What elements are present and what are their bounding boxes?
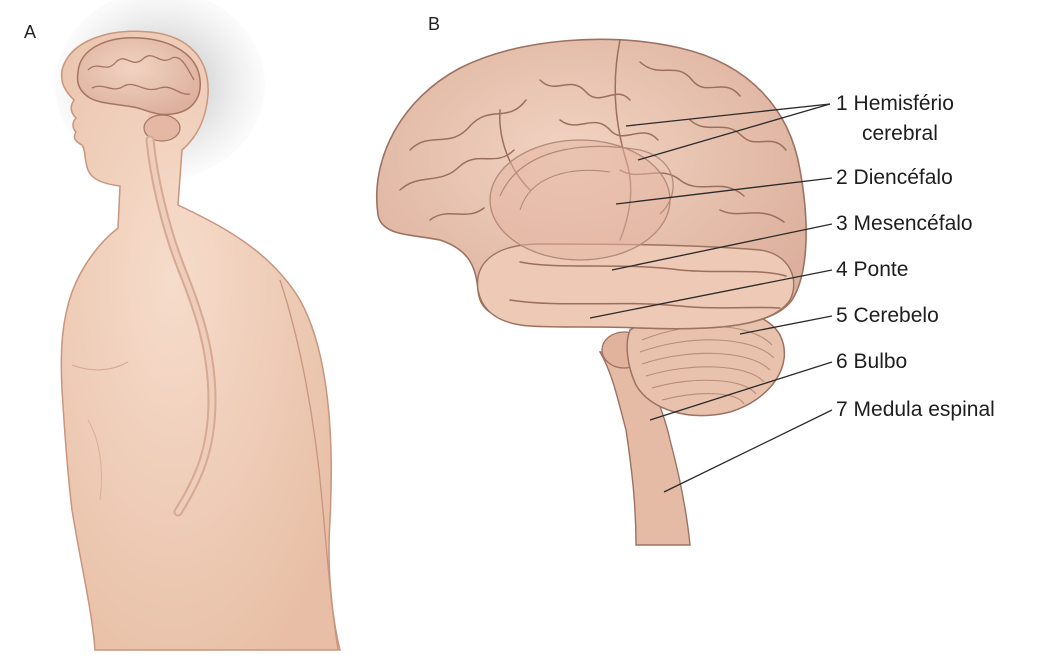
leader-7 bbox=[664, 410, 832, 492]
label-medula-espinal: 7 Medula espinal bbox=[836, 398, 995, 422]
label-text: Diencéfalo bbox=[854, 166, 953, 189]
label-text: Cerebelo bbox=[854, 304, 939, 327]
brain-figure bbox=[377, 39, 806, 545]
panel-label-b: B bbox=[428, 14, 440, 35]
label-number: 1 bbox=[836, 92, 848, 115]
body-figure bbox=[55, 0, 340, 650]
label-number: 7 bbox=[836, 398, 848, 421]
label-number: 3 bbox=[836, 212, 848, 235]
label-number: 6 bbox=[836, 350, 848, 373]
panel-label-a: A bbox=[24, 22, 36, 43]
label-text: Medula espinal bbox=[854, 398, 995, 421]
label-bulbo: 6 Bulbo bbox=[836, 350, 907, 374]
label-diencefalo: 2 Diencéfalo bbox=[836, 166, 953, 190]
label-ponte: 4 Ponte bbox=[836, 258, 908, 282]
label-text: cerebral bbox=[862, 122, 938, 145]
label-cerebral: cerebral bbox=[862, 122, 938, 146]
label-mesencefalo: 3 Mesencéfalo bbox=[836, 212, 973, 236]
label-text: Mesencéfalo bbox=[854, 212, 973, 235]
body-outline bbox=[61, 31, 340, 650]
label-number: 4 bbox=[836, 258, 848, 281]
label-hemisferio: 1 Hemisfério bbox=[836, 92, 954, 116]
label-text: Hemisfério bbox=[854, 92, 954, 115]
label-number: 2 bbox=[836, 166, 848, 189]
label-cerebelo: 5 Cerebelo bbox=[836, 304, 939, 328]
label-text: Ponte bbox=[854, 258, 909, 281]
label-text: Bulbo bbox=[854, 350, 908, 373]
label-number: 5 bbox=[836, 304, 848, 327]
